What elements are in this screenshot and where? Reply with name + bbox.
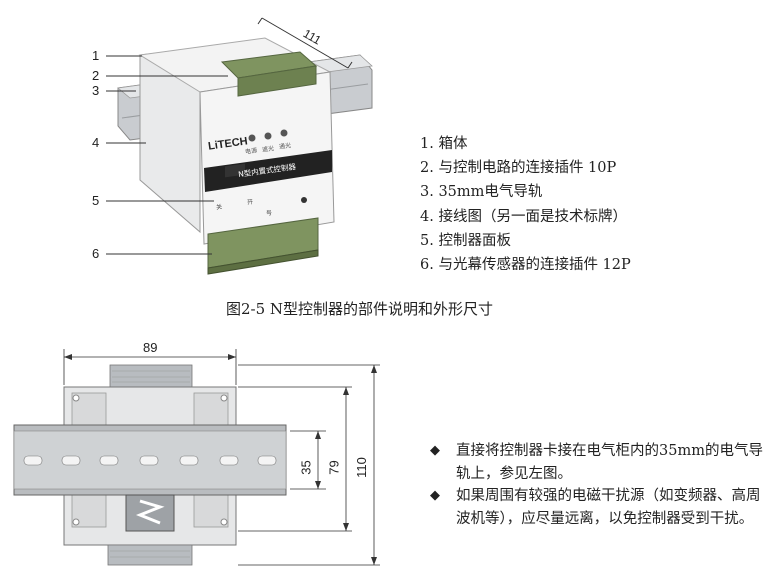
product-illustration bbox=[106, 17, 373, 275]
switch-label-off: 关 bbox=[215, 203, 223, 212]
diamond-bullet-icon: ◆ bbox=[430, 488, 440, 503]
terminal-block-10p bbox=[220, 51, 318, 97]
callout-3: 3 bbox=[92, 83, 100, 98]
parts-list-item: 1. 箱体 bbox=[420, 136, 468, 152]
switch-label-on: 开 bbox=[246, 198, 254, 207]
parts-list-item: 4. 接线图（另一面是技术标牌） bbox=[420, 208, 627, 225]
indicator-label-pass: 通光 bbox=[278, 142, 292, 151]
panel-title-band bbox=[204, 150, 332, 192]
dimension-35: 35 bbox=[298, 460, 314, 475]
parts-list: 1. 箱体 2. 与控制电路的连接插件 10P 3. 35mm电气导轨 4. 接… bbox=[420, 132, 631, 277]
indicator-label-block: 遮光 bbox=[261, 145, 275, 154]
parts-list-item: 5. 控制器面板 bbox=[420, 232, 511, 249]
led-power bbox=[248, 134, 256, 142]
dimension-drawing bbox=[13, 349, 380, 566]
dimension-79: 79 bbox=[326, 460, 342, 475]
installation-notes: ◆ 直接将控制器卡接在电气柜内的35mm的电气导轨上，参见左图。 ◆ 如果周围有… bbox=[430, 440, 765, 530]
callout-6: 6 bbox=[92, 246, 100, 261]
diamond-bullet-icon: ◆ bbox=[430, 443, 440, 458]
callout-5: 5 bbox=[92, 193, 100, 208]
note-item: ◆ 直接将控制器卡接在电气柜内的35mm的电气导轨上，参见左图。 bbox=[430, 440, 765, 485]
port-label: 号 bbox=[265, 209, 273, 218]
parts-list-item: 6. 与光幕传感器的连接插件 12P bbox=[420, 257, 631, 274]
dimension-110: 110 bbox=[353, 457, 369, 478]
power-switch bbox=[225, 163, 245, 178]
terminal-block-12p bbox=[207, 217, 319, 275]
led-block bbox=[264, 132, 272, 140]
parts-list-item: 2. 与控制电路的连接插件 10P bbox=[420, 160, 617, 177]
callout-1: 1 bbox=[92, 48, 100, 63]
note-item: ◆ 如果周围有较强的电磁干扰源（如变频器、高周波机等），应尽量远离，以免控制器受… bbox=[430, 485, 765, 530]
figure-caption: 图2-5 N型控制器的部件说明和外形尺寸 bbox=[226, 300, 494, 318]
indicator-label-power: 电源 bbox=[244, 147, 258, 156]
note-text: 直接将控制器卡接在电气柜内的35mm的电气导轨上，参见左图。 bbox=[456, 443, 763, 482]
port-dot bbox=[301, 197, 307, 203]
led-pass bbox=[280, 129, 288, 137]
dimension-89: 89 bbox=[143, 340, 158, 355]
note-text: 如果周围有较强的电磁干扰源（如变频器、高周波机等），应尽量远离，以免控制器受到干… bbox=[456, 488, 761, 527]
parts-list-item: 3. 35mm电气导轨 bbox=[420, 184, 543, 201]
callout-2: 2 bbox=[92, 68, 100, 83]
callout-4: 4 bbox=[92, 135, 100, 150]
